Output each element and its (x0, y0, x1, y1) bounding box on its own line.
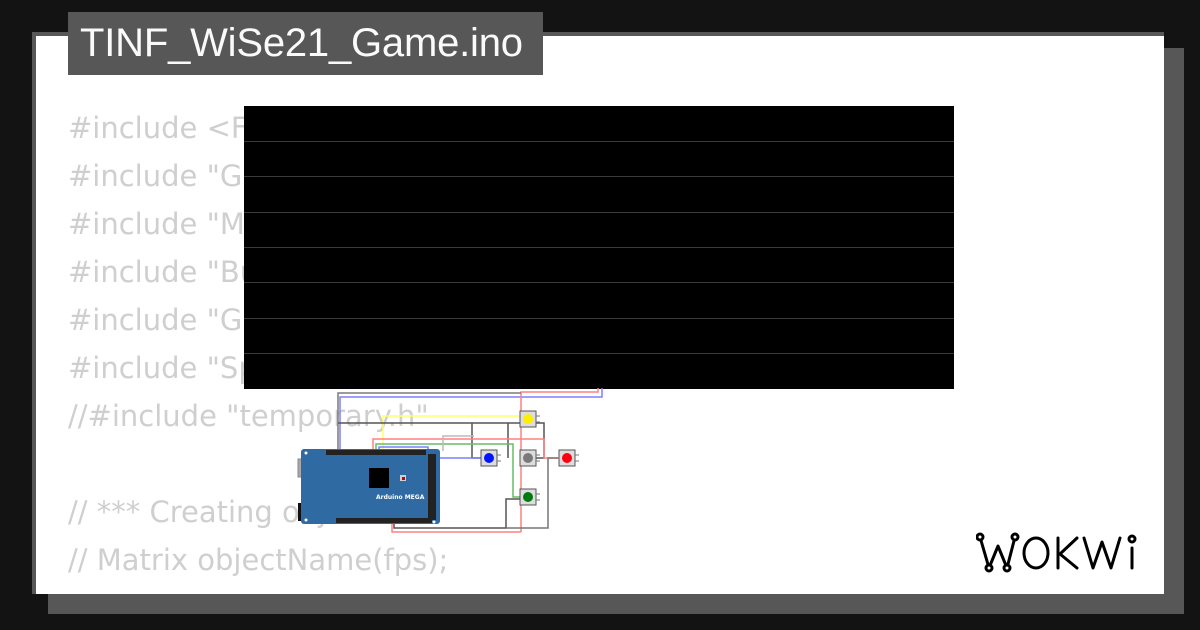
project-title-tag: TINF_WiSe21_Game.ino (68, 12, 543, 75)
matrix-row-divider (244, 247, 954, 248)
code-line (68, 440, 448, 488)
matrix-row-divider (244, 282, 954, 283)
matrix-row-divider (244, 212, 954, 213)
led-matrix-display (244, 106, 954, 389)
code-line: #include "M (68, 207, 245, 241)
matrix-row-divider (244, 141, 954, 142)
pushbutton-yellow (519, 410, 540, 428)
matrix-row-divider (244, 353, 954, 354)
code-line: //#include "temporary.h" (68, 399, 429, 433)
pushbutton-gray (519, 449, 540, 467)
code-line: #include "G (68, 159, 243, 193)
code-line: Matrix matrix(25); (68, 584, 448, 594)
wokwi-logo-icon (975, 532, 1137, 573)
wire-dark-blue-btn (471, 423, 481, 459)
code-line: // *** Creating objects *** (68, 495, 440, 529)
wire-red-vertical (520, 388, 599, 532)
project-title: TINF_WiSe21_Game.ino (80, 21, 523, 65)
pushbutton-red (558, 449, 579, 467)
wire-gnd-right (506, 457, 558, 529)
pushbutton-blue (480, 449, 501, 467)
preview-card: #include <Fa #include "G #include "M #in… (32, 32, 1164, 594)
matrix-row-divider (244, 318, 954, 319)
pushbutton-green (519, 488, 540, 506)
wokwi-logo (975, 528, 1148, 580)
matrix-row-divider (244, 176, 954, 177)
code-line: // Matrix objectName(fps); (68, 543, 449, 577)
card-content: #include <Fa #include "G #include "M #in… (36, 36, 1164, 594)
